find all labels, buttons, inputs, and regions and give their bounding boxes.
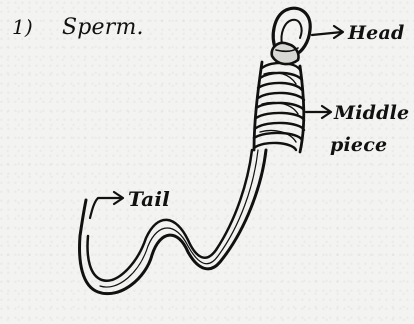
head-arrow	[312, 26, 343, 38]
question-number: 1)	[12, 17, 33, 37]
tail-arrow	[90, 192, 123, 218]
middle-piece-coil	[254, 62, 304, 152]
diagram-title: Sperm.	[62, 17, 144, 39]
label-middle-piece-line2: piece	[330, 136, 387, 155]
head-shape	[272, 8, 311, 64]
label-tail: Tail	[128, 189, 170, 209]
label-head: Head	[348, 24, 404, 43]
middle-piece-arrow	[306, 106, 331, 118]
tail-outline	[80, 150, 266, 294]
label-middle-piece-line1: Middle	[334, 104, 409, 123]
